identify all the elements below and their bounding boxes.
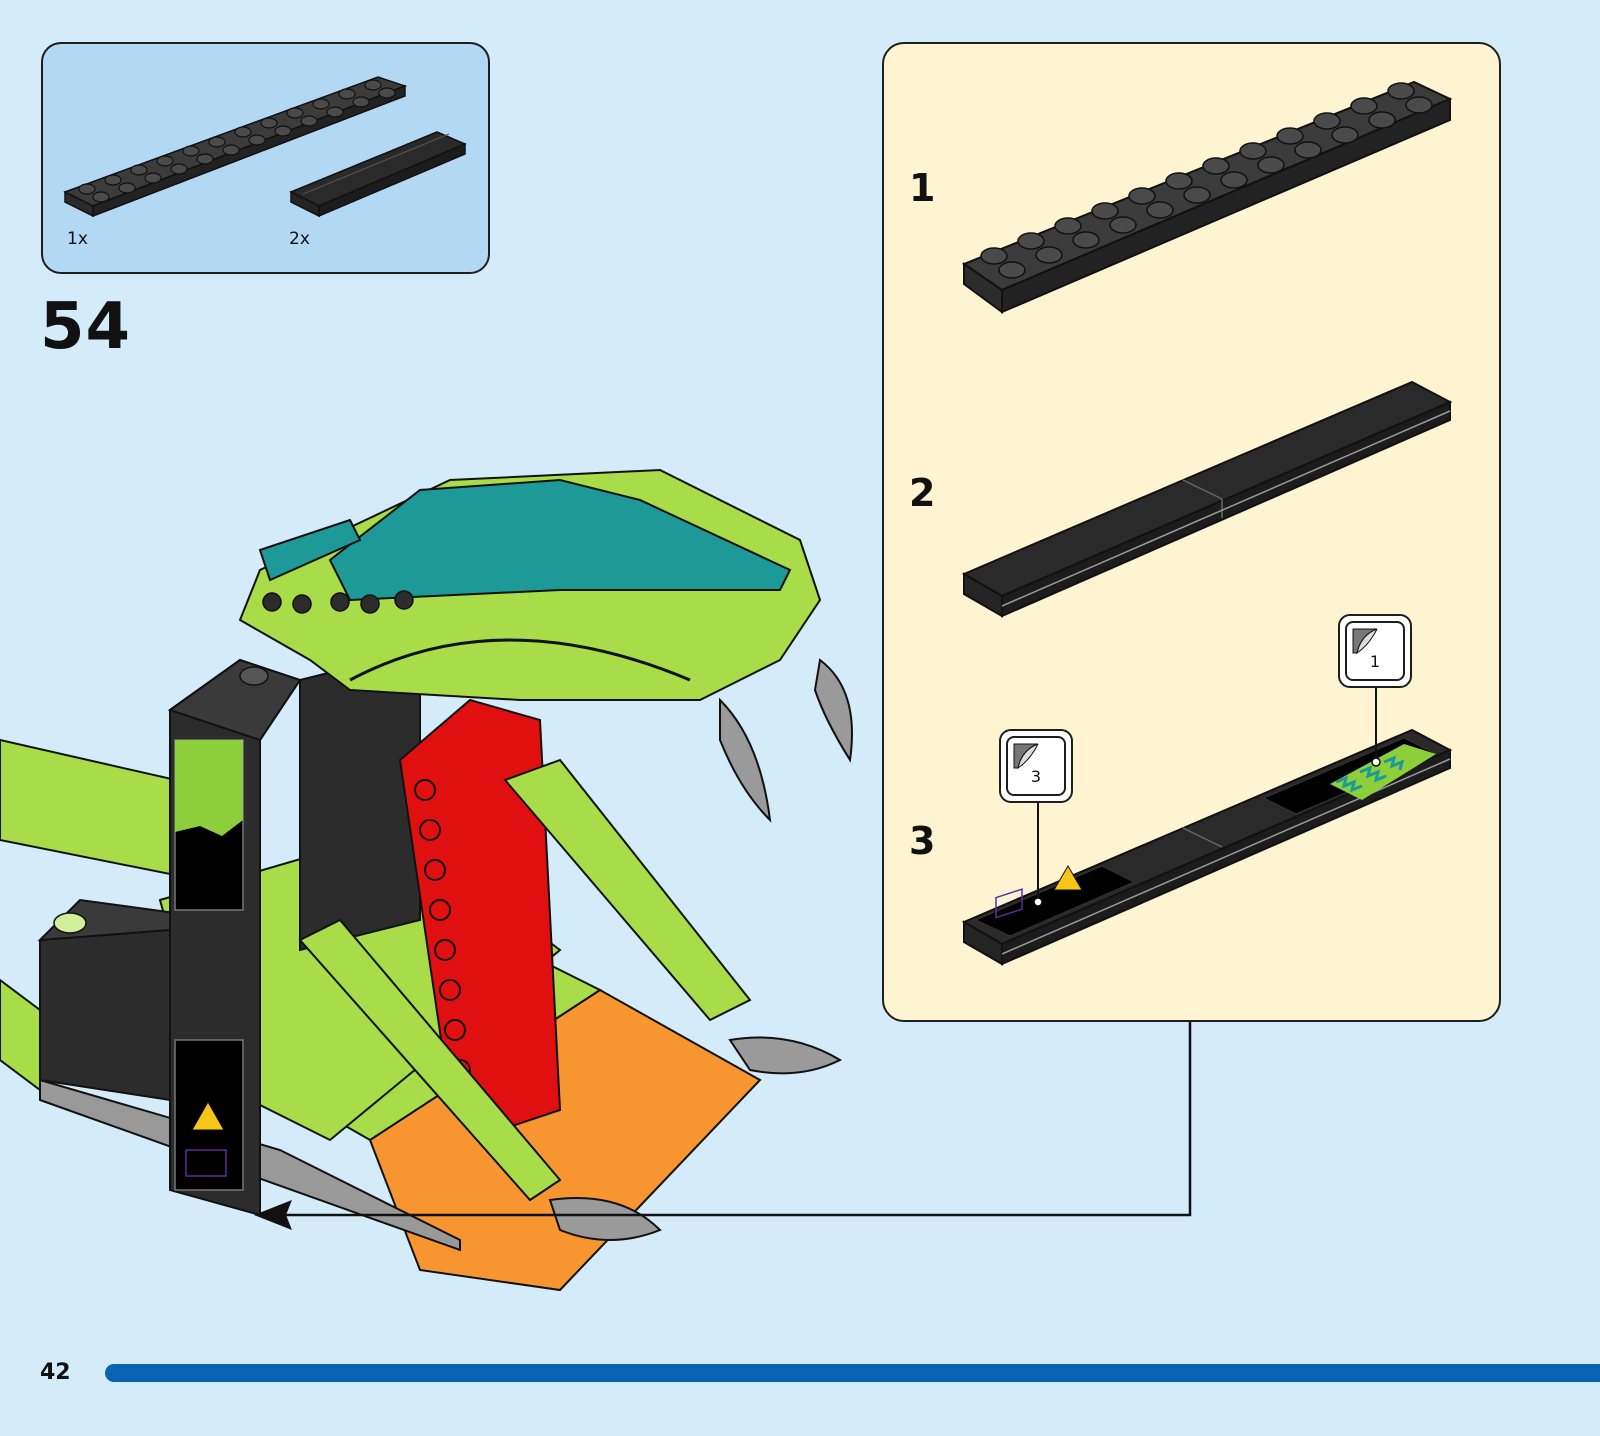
sticker-callout-1: 1 (1338, 614, 1412, 688)
tile-2x6-part (291, 132, 465, 216)
sticker-number-3: 3 (1008, 767, 1064, 786)
substep-2-tiles (964, 382, 1450, 616)
callout-illustration (884, 44, 1503, 1024)
sub-assembly-callout: 1 2 3 (882, 42, 1501, 1022)
part-count-tile: 2x (289, 229, 310, 249)
parts-illustration (43, 44, 490, 274)
main-model-illustration (0, 440, 880, 1300)
step-number: 54 (40, 290, 131, 364)
page-number: 42 (40, 1360, 71, 1385)
substep-1-plate (964, 82, 1450, 312)
part-count-plate: 1x (67, 229, 88, 249)
parts-list-box: 1x 2x (41, 42, 490, 274)
substep-3-stickered-tiles (964, 676, 1450, 964)
sticker-number-1: 1 (1347, 652, 1403, 671)
sticker-callout-3: 3 (999, 729, 1073, 803)
page-progress-bar (105, 1364, 1600, 1382)
